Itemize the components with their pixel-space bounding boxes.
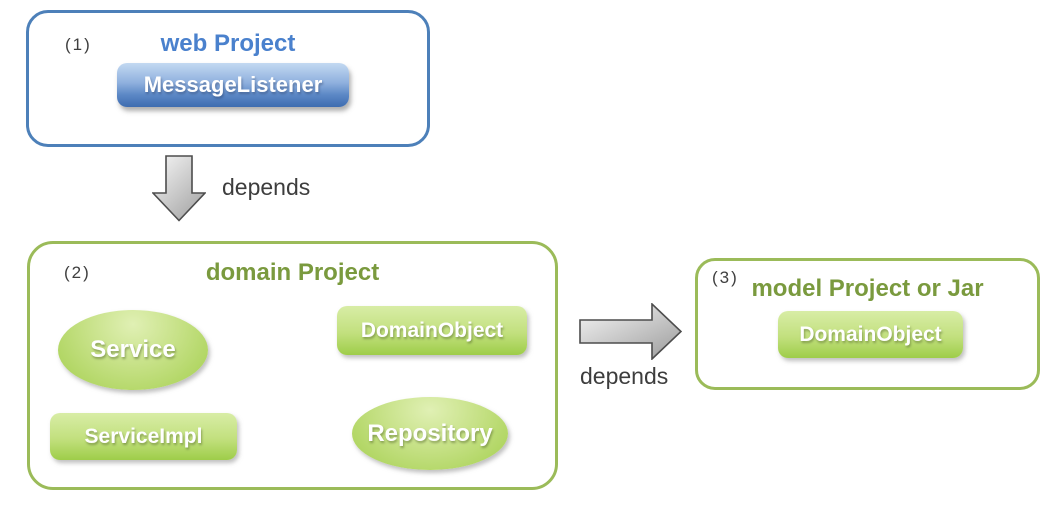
domain-project-title: domain Project (205, 259, 380, 286)
web-project-box: (1) web Project MessageListener (26, 10, 430, 147)
depends-label-right: depends (580, 363, 669, 389)
domain-project-box: (2) domain Project Service DomainObject … (27, 241, 558, 490)
depends-arrow-down-icon (152, 155, 206, 222)
model-project-box: (3) model Project or Jar DomainObject (695, 258, 1040, 390)
node-service-impl: ServiceImpl (50, 413, 237, 460)
node-repository: Repository (352, 397, 508, 470)
node-service: Service (58, 310, 208, 390)
node-message-listener: MessageListener (117, 63, 349, 107)
depends-arrow-right-icon (579, 303, 682, 360)
depends-label-down: depends (222, 174, 311, 200)
model-project-title: model Project or Jar (751, 275, 984, 302)
node-domain-object: DomainObject (337, 306, 527, 355)
domain-project-index: (2) (64, 263, 91, 282)
web-project-index: (1) (65, 35, 92, 54)
web-project-title: web Project (160, 30, 296, 57)
model-project-index: (3) (712, 268, 739, 287)
node-domain-object-model: DomainObject (778, 311, 963, 358)
